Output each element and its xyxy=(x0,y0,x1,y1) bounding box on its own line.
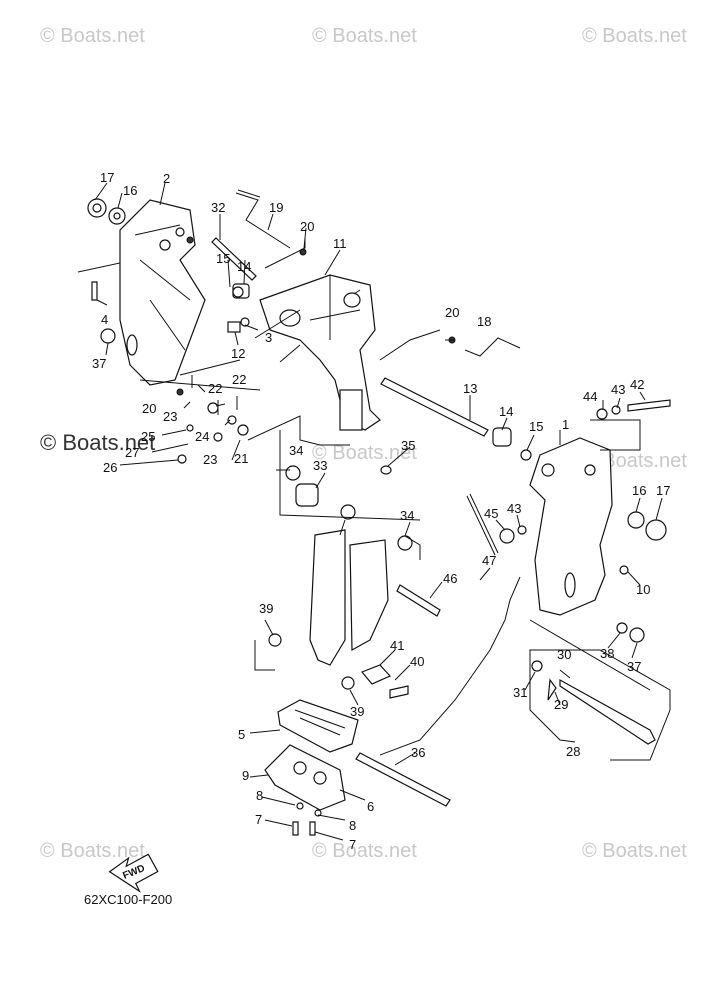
callout-number: 11 xyxy=(333,236,347,251)
callout-number: 13 xyxy=(463,381,478,396)
callout-number: 20 xyxy=(300,219,315,234)
callout-number: 40 xyxy=(410,654,425,669)
callout-number: 44 xyxy=(583,389,598,404)
callout-number: 39 xyxy=(350,704,365,719)
watermark: © Boats.net xyxy=(40,25,145,47)
callout-number: 23 xyxy=(163,409,178,424)
callout-number: 16 xyxy=(632,483,647,498)
callout-number: 32 xyxy=(211,200,226,215)
callout-number: 16 xyxy=(123,183,138,198)
callout-number: 38 xyxy=(600,646,615,661)
callout-number: 10 xyxy=(636,582,651,597)
callout-number: 6 xyxy=(367,799,375,814)
callout-number: 23 xyxy=(203,452,218,467)
callout-number: 34 xyxy=(289,443,304,458)
callout-number: 27 xyxy=(125,445,140,460)
callout-number: 8 xyxy=(349,818,357,833)
callout-number: 7 xyxy=(255,812,263,827)
callout-number: 25 xyxy=(141,429,156,444)
callout-number: 28 xyxy=(566,744,581,759)
callout-number: 45 xyxy=(484,506,499,521)
callout-number: 15 xyxy=(529,419,544,434)
callout-number: 30 xyxy=(557,647,572,662)
callout-number: 31 xyxy=(513,685,528,700)
callout-number: 8 xyxy=(256,788,264,803)
figure-code: 62XC100-F200 xyxy=(84,892,173,907)
watermark: © Boats.net xyxy=(582,25,687,47)
watermark: © Boats.net xyxy=(40,840,145,862)
callout-number: 34 xyxy=(400,508,415,523)
callout-number: 43 xyxy=(507,501,522,516)
callout-number: 2 xyxy=(163,171,171,186)
callout-number: 3 xyxy=(265,330,273,345)
callout-number: 1 xyxy=(562,417,570,432)
callout-number: 22 xyxy=(208,381,223,396)
watermark: © Boats.net xyxy=(312,840,417,862)
callout-number: 18 xyxy=(477,314,492,329)
callout-number: 47 xyxy=(482,553,497,568)
callout-number: 14 xyxy=(237,259,252,274)
callout-number: 22 xyxy=(232,372,247,387)
callout-number: 9 xyxy=(242,768,250,783)
callout-number: 29 xyxy=(554,697,569,712)
callout-number: 41 xyxy=(390,638,405,653)
callout-number: 37 xyxy=(627,659,642,674)
callout-number: 46 xyxy=(443,571,458,586)
callout-number: 20 xyxy=(142,401,157,416)
callout-number: 24 xyxy=(195,429,210,444)
callout-number: 5 xyxy=(238,727,246,742)
watermark: © Boats.net xyxy=(40,430,156,455)
callout-number: 15 xyxy=(216,251,231,266)
callout-number: 7 xyxy=(349,837,357,852)
callout-number: 19 xyxy=(269,200,284,215)
callout-number: 17 xyxy=(656,483,671,498)
callout-number: 21 xyxy=(234,451,249,466)
watermark: © Boats.net xyxy=(582,840,687,862)
callout-number: 43 xyxy=(611,382,626,397)
callout-number: 42 xyxy=(630,377,645,392)
watermark: © Boats.net xyxy=(312,442,417,464)
callout-number: 33 xyxy=(313,458,328,473)
callout-number: 17 xyxy=(100,170,115,185)
callout-number: 20 xyxy=(445,305,460,320)
callout-number: 35 xyxy=(401,438,416,453)
callout-number: 39 xyxy=(259,601,274,616)
callout-number: 26 xyxy=(103,460,118,475)
callout-number: 14 xyxy=(499,404,514,419)
watermark: © Boats.net xyxy=(312,25,417,47)
callout-number: 37 xyxy=(92,356,107,371)
callout-number: 4 xyxy=(101,312,109,327)
callout-number: 12 xyxy=(231,346,246,361)
callout-number: 36 xyxy=(411,745,426,760)
